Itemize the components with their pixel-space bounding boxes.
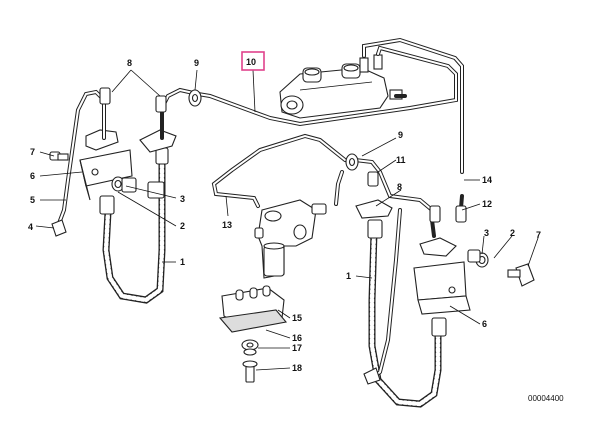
callout-5[interactable]: 5 (30, 195, 35, 205)
callout-6-right[interactable]: 6 (482, 319, 487, 329)
callout-11[interactable]: 11 (396, 155, 406, 165)
callout-9-mid[interactable]: 9 (398, 130, 403, 140)
callout-10[interactable]: 10 (246, 57, 256, 67)
pipe-clip-block[interactable] (218, 285, 288, 333)
brake-pipes-upper (160, 37, 464, 212)
callout-1-right[interactable]: 1 (346, 271, 351, 281)
right-connector-pipes (363, 171, 467, 385)
callout-9-top[interactable]: 9 (194, 58, 199, 68)
callout-17[interactable]: 17 (292, 343, 302, 353)
right-brake-hose[interactable] (367, 219, 447, 408)
callout-12[interactable]: 12 (482, 199, 492, 209)
callout-labels: 8 9 10 7 6 5 4 3 2 1 9 11 14 8 12 13 3 2… (28, 51, 564, 403)
callout-8-left[interactable]: 8 (127, 58, 132, 68)
callout-15[interactable]: 15 (292, 313, 302, 323)
callout-2-right[interactable]: 2 (510, 228, 515, 238)
callout-4[interactable]: 4 (28, 222, 33, 232)
callout-6-left[interactable]: 6 (30, 171, 35, 181)
callout-10-highlight (241, 51, 265, 71)
left-small-parts (49, 151, 137, 193)
callout-8-right[interactable]: 8 (397, 182, 402, 192)
left-connector-pipes (51, 87, 167, 237)
drawing-number: 00004400 (528, 394, 564, 403)
grommet-group (188, 89, 359, 171)
callout-7-left[interactable]: 7 (30, 147, 35, 157)
callout-3-right[interactable]: 3 (484, 228, 489, 238)
callout-3-left[interactable]: 3 (180, 194, 185, 204)
master-cylinder-assembly[interactable] (279, 54, 403, 119)
right-bracket (355, 199, 471, 315)
brake-pressure-regulator[interactable] (254, 199, 327, 279)
callout-2-left[interactable]: 2 (180, 221, 185, 231)
callout-13[interactable]: 13 (222, 220, 232, 230)
callout-14[interactable]: 14 (482, 175, 492, 185)
callout-1-left[interactable]: 1 (180, 257, 185, 267)
callout-18[interactable]: 18 (292, 363, 302, 373)
washer-and-screw[interactable] (241, 339, 259, 383)
right-small-parts (467, 249, 535, 287)
callout-leaders (35, 69, 539, 371)
left-brake-hose[interactable] (99, 147, 169, 304)
callout-7-right[interactable]: 7 (536, 230, 541, 240)
callout-16[interactable]: 16 (292, 333, 302, 343)
